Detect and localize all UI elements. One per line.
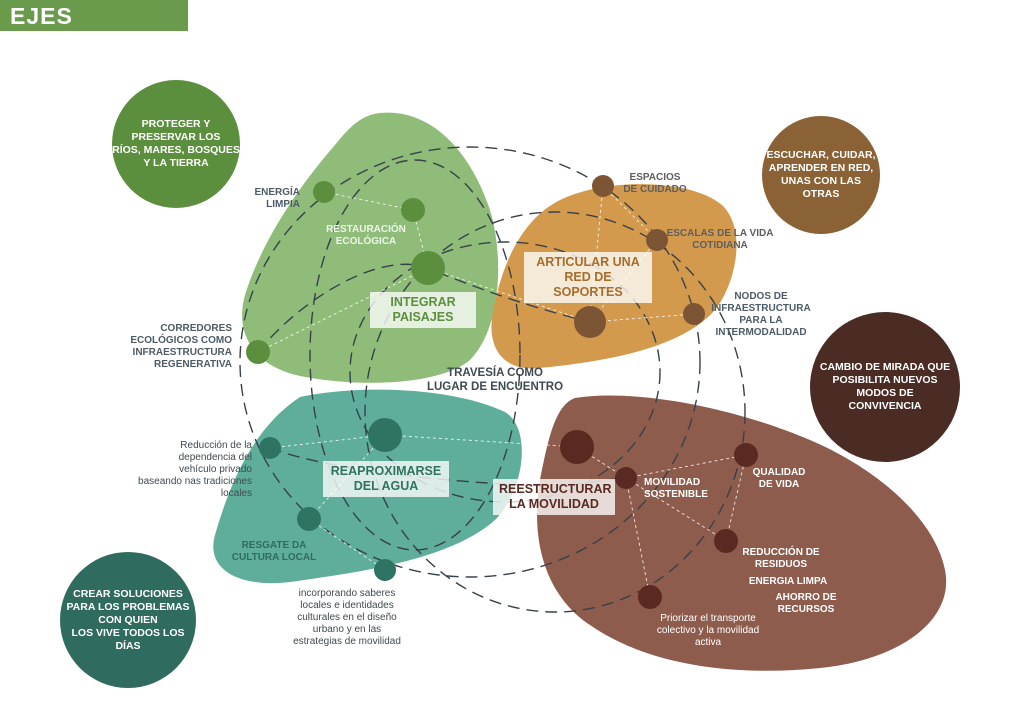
label-nodos: NODOS DE INFRAESTRUCTURA PARA LA INTERMO… <box>711 291 811 338</box>
node-saberes <box>374 559 396 581</box>
nodes <box>246 175 758 609</box>
node-corredores <box>246 340 270 364</box>
node-espacios <box>592 175 614 197</box>
node-resgate <box>297 507 321 531</box>
label-resgate: RESGATE DA CULTURA LOCAL <box>231 540 317 563</box>
label-residuos: REDUCCIÓN DE RESIDUOS <box>742 547 820 570</box>
label-ahorro: AHORRO DE RECURSOS <box>775 592 837 615</box>
node-transporte <box>638 585 662 609</box>
axis-articular-soportes: ARTICULAR UNA RED DE SOPORTES <box>524 252 652 303</box>
label-calidad: QUALIDAD DE VIDA <box>752 467 806 490</box>
circle-proteger: PROTEGER Y PRESERVAR LOS RÍOS, MARES, BO… <box>112 80 240 208</box>
label-saberes: incorporando saberes locales e identidad… <box>293 588 401 647</box>
node-agua-main <box>368 418 402 452</box>
node-calidad <box>734 443 758 467</box>
axis-reestructurar-movilidad: REESTRUCTURAR LA MOVILIDAD <box>493 479 615 515</box>
node-movilidad-main <box>560 430 594 464</box>
label-reduccion-dep: Reducción de la dependencia del vehículo… <box>138 440 252 499</box>
label-corredores: CORREDORES ECOLÓGICOS COMO INFRAESTRUCTU… <box>130 323 232 370</box>
node-articular-main <box>574 306 606 338</box>
label-transporte: Priorizar el transporte colectivo y la m… <box>656 613 760 648</box>
circle-crear: CREAR SOLUCIONES PARA LOS PROBLEMAS CON … <box>60 552 196 688</box>
circle-cambio: CAMBIO DE MIRADA QUE POSIBILITA NUEVOS M… <box>810 312 960 462</box>
node-reduccion-dep <box>259 437 281 459</box>
center-label: TRAVESÍA COMO LUGAR DE ENCUENTRO <box>426 367 564 393</box>
node-escalas <box>646 229 668 251</box>
node-movilidad-sost <box>615 467 637 489</box>
node-nodos <box>683 303 705 325</box>
label-restauracion: RESTAURACIÓN ECOLÓGICA <box>326 224 406 247</box>
label-espacios: ESPACIOS DE CUIDADO <box>623 172 687 195</box>
header-bar: EJES <box>0 0 188 31</box>
label-energia-limpa: ENERGIA LIMPA <box>748 576 828 587</box>
node-integrar-main <box>411 251 445 285</box>
axis-integrar-paisajes: INTEGRAR PAISAJES <box>370 292 476 328</box>
node-residuos <box>714 529 738 553</box>
header-title: EJES <box>10 3 73 29</box>
circle-escuchar: ESCUCHAR, CUIDAR, APRENDER EN RED, UNAS … <box>762 116 880 234</box>
node-restauracion <box>401 198 425 222</box>
label-escalas: ESCALAS DE LA VIDA COTIDIANA <box>666 228 774 251</box>
axis-reaproximarse-agua: REAPROXIMARSE DEL AGUA <box>323 461 449 497</box>
label-energia-limpia: ENERGÍA LIMPIA <box>254 187 300 210</box>
label-movilidad-sost: MOVILIDAD SOSTENIBLE <box>644 477 708 500</box>
node-energia-limpia <box>313 181 335 203</box>
